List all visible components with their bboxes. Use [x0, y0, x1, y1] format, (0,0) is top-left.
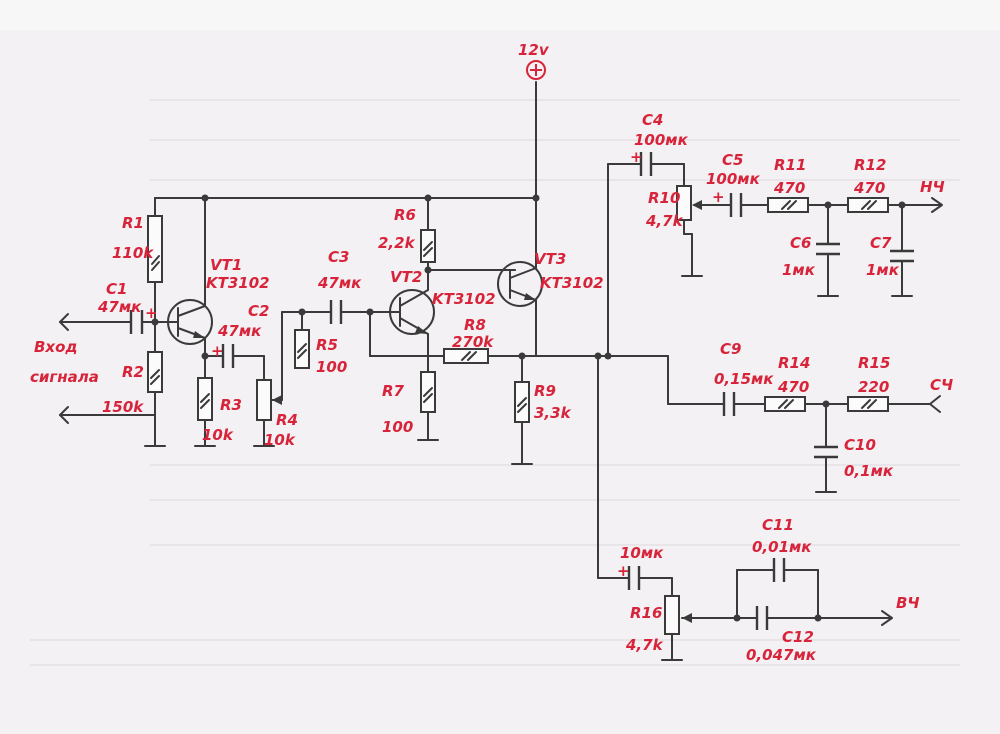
label-vt1-name: VT1 [210, 256, 242, 274]
input-label-line1: Вход [34, 338, 78, 356]
resistor-r15 [847, 396, 889, 412]
label-vt2-name: VT2 [390, 268, 422, 286]
label-c4-name: C4 [642, 111, 663, 129]
transistor-vt1 [167, 299, 213, 345]
label-r15-name: R15 [858, 354, 890, 372]
label-r11-value: 470 [773, 179, 805, 197]
label-r8-name: R8 [464, 316, 486, 334]
input-label-line2: сигнала [30, 368, 99, 386]
labels: 12v R1 110k C1 47мк R2 150k Вход сигнала… [30, 41, 953, 664]
label-r9-name: R9 [534, 382, 556, 400]
label-r2-name: R2 [122, 363, 144, 381]
label-r5-name: R5 [316, 336, 338, 354]
label-r8-value: 270k [452, 333, 494, 351]
junction-dots [151, 194, 906, 622]
label-r16-value: 4,7k [625, 636, 664, 654]
capacitors [129, 152, 914, 630]
label-r3-name: R3 [220, 396, 242, 414]
resistor-r1 [147, 215, 163, 283]
polarity-c-r16: + [617, 562, 630, 580]
transistor-vt2 [389, 289, 435, 335]
label-c10-name: C10 [844, 436, 876, 454]
label-c10-value: 0,1мк [844, 462, 894, 480]
label-c3-name: C3 [328, 248, 349, 266]
label-r5-value: 100 [316, 358, 347, 376]
resistor-r12 [847, 197, 889, 213]
label-c5-value: 100мк [706, 170, 761, 188]
label-r3-value: 10k [202, 426, 234, 444]
label-c1-value: 47мк [97, 298, 142, 316]
resistor-r2 [147, 351, 163, 393]
label-r10-name: R10 [648, 189, 680, 207]
supply-terminal [526, 60, 546, 80]
label-c9-name: C9 [720, 340, 741, 358]
label-r2-value: 150k [102, 398, 144, 416]
label-r14-value: 470 [777, 378, 809, 396]
label-c1-name: C1 [106, 280, 127, 298]
label-r12-name: R12 [854, 156, 886, 174]
output-mf-label: СЧ [930, 376, 953, 394]
label-r1-value: 110k [112, 244, 154, 262]
label-c9-value: 0,15мк [714, 370, 774, 388]
terminal-arrows [59, 197, 943, 626]
label-r11-name: R11 [774, 156, 806, 174]
ground-symbols [144, 275, 913, 661]
label-r6-value: 2,2k [378, 234, 416, 252]
output-lf-label: НЧ [920, 178, 945, 196]
resistor-r14 [764, 396, 806, 412]
label-r1-name: R1 [122, 214, 144, 232]
resistor-r11 [767, 197, 809, 213]
resistor-r16 [664, 595, 680, 635]
label-r4-value: 10k [264, 431, 296, 449]
label-c12-name: C12 [782, 628, 814, 646]
polarity-c2: + [211, 342, 224, 360]
resistors [147, 185, 889, 635]
label-vt3-type: KT3102 [540, 274, 604, 292]
label-c-r16-value: 10мк [620, 544, 664, 562]
label-c5-name: C5 [722, 151, 743, 169]
output-hf-label: ВЧ [896, 594, 920, 612]
polarity-c1: + [145, 304, 158, 322]
polarity-c5: + [712, 188, 725, 206]
label-vt1-type: KT3102 [206, 274, 270, 292]
label-c7-value: 1мк [866, 261, 900, 279]
polarity-c4: + [630, 148, 643, 166]
label-c11-value: 0,01мк [752, 538, 812, 556]
label-c2-value: 47мк [217, 322, 262, 340]
label-r6-name: R6 [394, 206, 416, 224]
transistor-vt3 [497, 261, 543, 307]
label-r12-value: 470 [853, 179, 885, 197]
label-r7-name: R7 [382, 382, 405, 400]
label-r7-value: 100 [382, 418, 413, 436]
label-c4-value: 100мк [634, 131, 689, 149]
label-vt2-type: KT3102 [432, 290, 496, 308]
resistor-r4 [256, 379, 272, 421]
label-vt3-name: VT3 [534, 250, 566, 268]
label-r4-name: R4 [276, 411, 298, 429]
supply-label: 12v [518, 41, 550, 59]
label-r14-name: R14 [778, 354, 810, 372]
label-r15-value: 220 [858, 378, 889, 396]
label-r9-value: 3,3k [534, 404, 572, 422]
label-c11-name: C11 [762, 516, 794, 534]
wiper-arrows [272, 200, 702, 623]
label-c7-name: C7 [870, 234, 892, 252]
wires [59, 81, 941, 661]
label-c6-name: C6 [790, 234, 811, 252]
label-r16-name: R16 [630, 604, 662, 622]
resistor-r10 [676, 185, 692, 221]
label-c2-name: C2 [248, 302, 269, 320]
label-c6-value: 1мк [782, 261, 816, 279]
paper-top-strip [0, 0, 1000, 30]
background-print-lines [30, 99, 960, 666]
label-c12-value: 0,047мк [746, 646, 817, 664]
label-c3-value: 47мк [317, 274, 362, 292]
label-r10-value: 4,7k [645, 212, 684, 230]
